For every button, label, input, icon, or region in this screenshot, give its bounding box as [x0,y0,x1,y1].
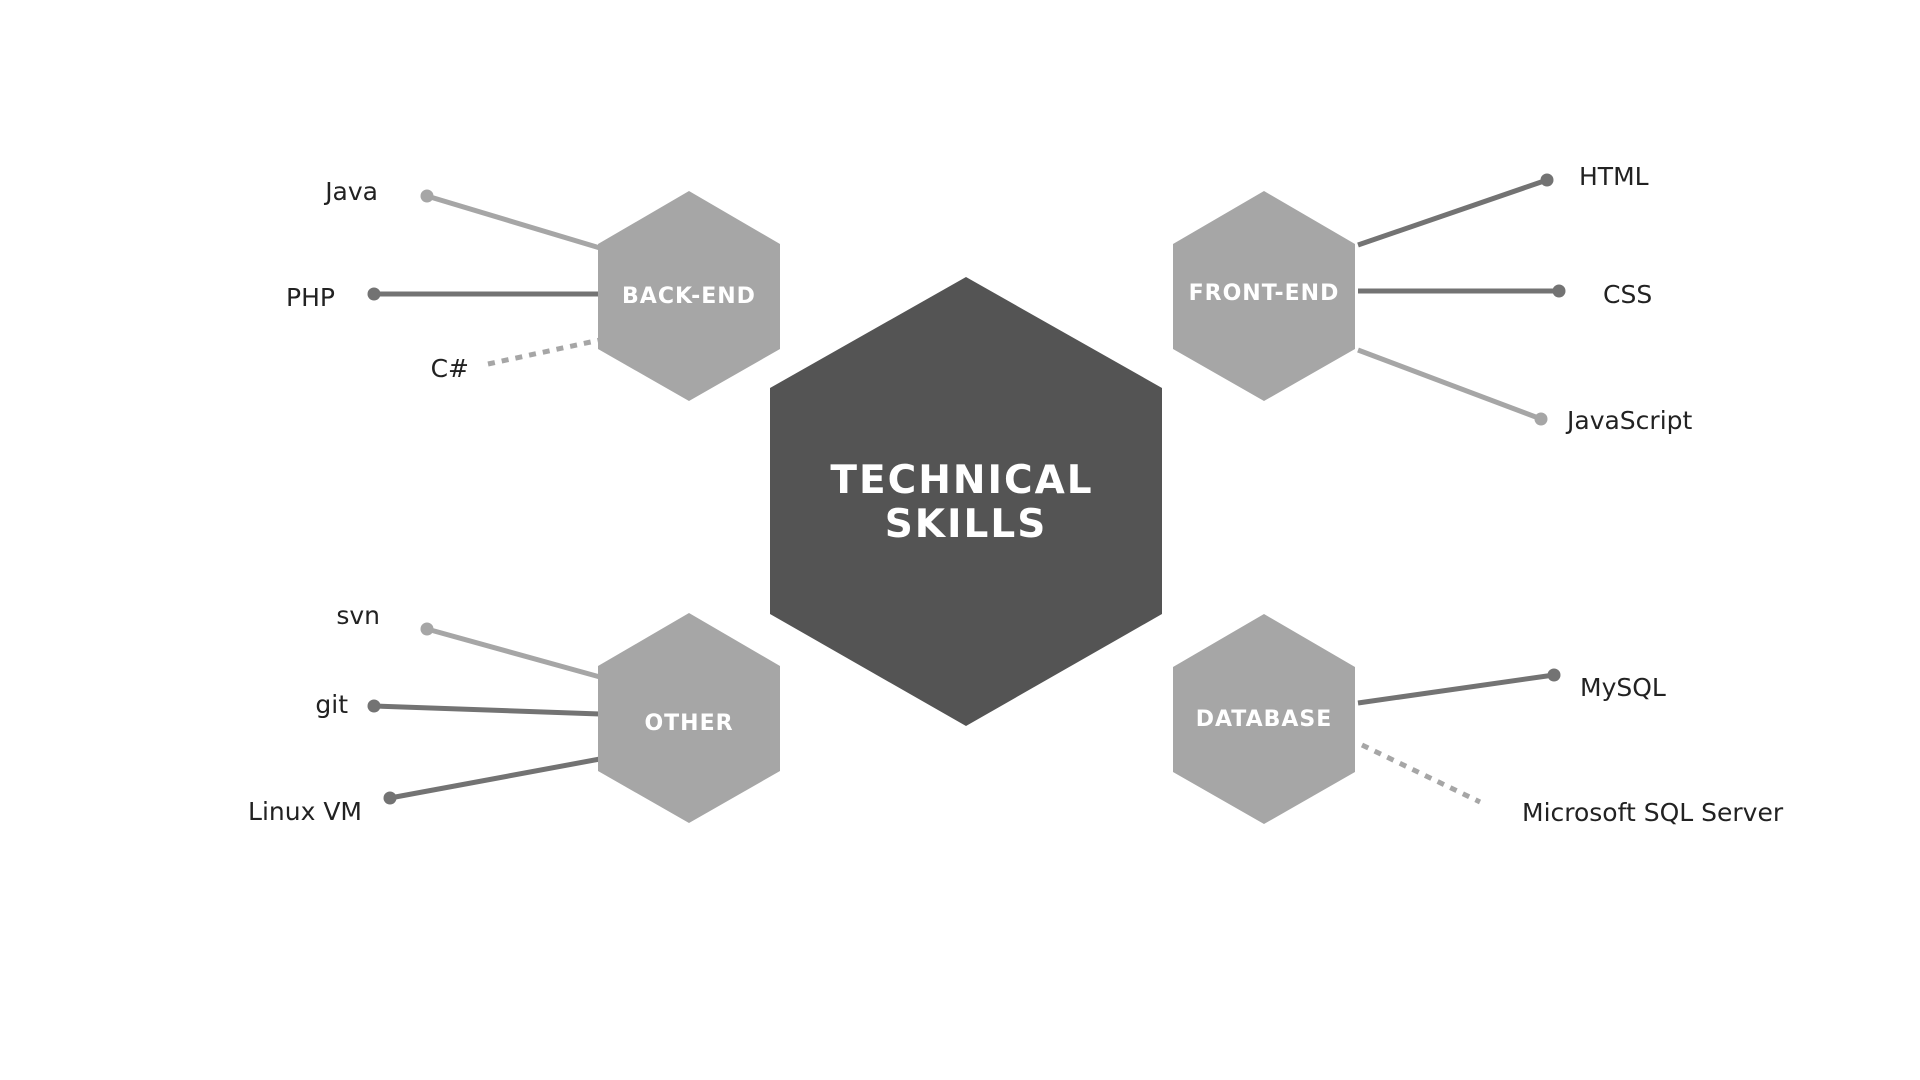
skill-label-csharp: C# [431,354,469,383]
connector-dot-java [420,189,434,203]
skill-label-mssql: Microsoft SQL Server [1522,798,1784,827]
frontend-title: FRONT-END [1189,281,1340,306]
connector-svn [426,626,601,680]
skill-label-java: Java [323,177,378,206]
center-hexagon [770,277,1162,726]
connector-dot-svn [420,622,434,636]
backend-hexagon [598,191,780,401]
skill-label-javascript: JavaScript [1565,406,1693,435]
connector-html [1357,177,1548,248]
frontend-hexagon [1173,191,1355,401]
other-hexagon [598,613,780,823]
other-title: OTHER [644,711,733,736]
skill-label-php: PHP [286,283,335,312]
skill-label-mysql: MySQL [1580,673,1666,702]
skill-label-html: HTML [1579,162,1649,191]
connector-javascript [1357,347,1542,422]
connector-java [426,193,601,251]
connector-mssql [1360,742,1482,805]
connector-csharp [487,337,601,367]
connector-dot-html [1540,173,1554,187]
connector-git [373,703,601,717]
connector-dot-linux-vm [383,791,397,805]
connector-dot-javascript [1534,412,1548,426]
database-title: DATABASE [1196,707,1333,732]
connector-dot-git [367,699,381,713]
skill-label-svn: svn [336,601,380,630]
backend-title: BACK-END [622,284,756,309]
connector-dot-css [1552,284,1566,298]
database-hexagon [1173,614,1355,824]
skill-label-git: git [315,690,348,719]
center-title-line2: SKILLS [885,502,1048,547]
skill-label-linux-vm: Linux VM [248,797,362,826]
center-title-line1: TECHNICAL [830,458,1093,503]
skill-label-css: CSS [1603,280,1652,309]
connector-mysql [1357,672,1555,706]
connector-linux-vm [389,756,601,801]
connector-dot-mysql [1547,668,1561,682]
connector-dot-php [367,287,381,301]
